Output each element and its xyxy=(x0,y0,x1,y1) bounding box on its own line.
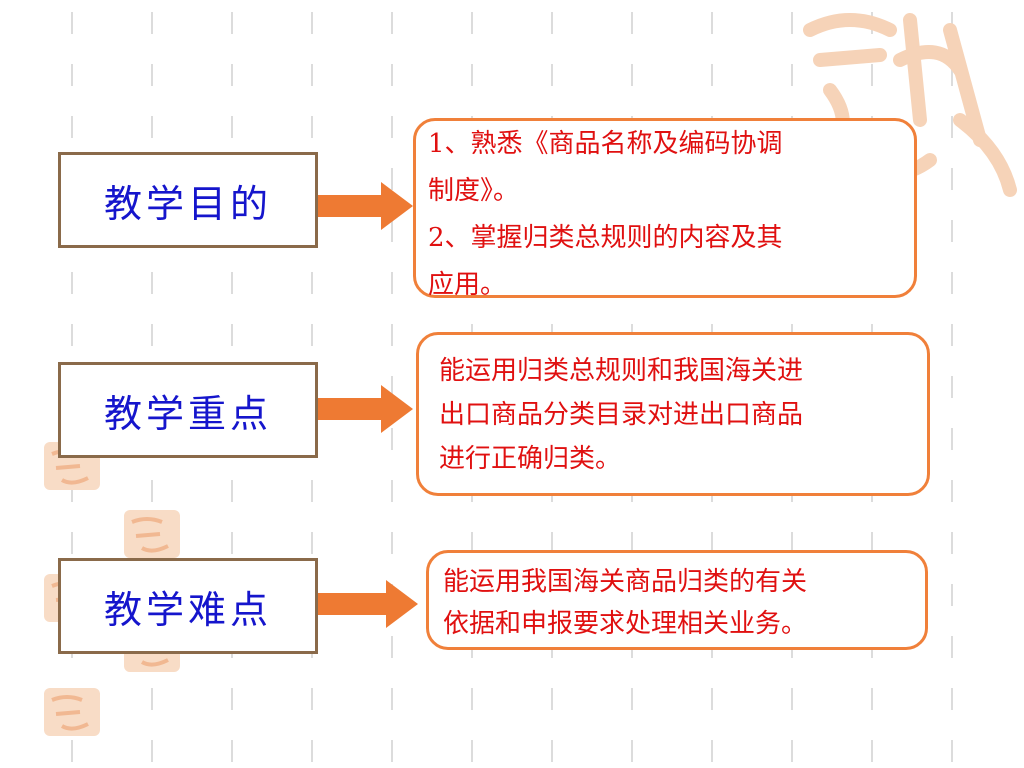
label-teaching-difficulty: 教学难点 xyxy=(58,558,318,654)
content-line: 应用。 xyxy=(428,270,507,300)
content-line: 1、熟悉《商品名称及编码协调 xyxy=(428,129,783,159)
small-seal-icon-2 xyxy=(124,510,180,558)
content-line: 能运用我国海关商品归类的有关 xyxy=(443,567,808,597)
arrow-right-icon-1 xyxy=(318,182,413,230)
content-line: 出口商品分类目录对进出口商品 xyxy=(439,400,804,430)
content-line: 制度》。 xyxy=(428,176,520,206)
label-teaching-key-point: 教学重点 xyxy=(58,362,318,458)
arrow-right-icon-3 xyxy=(318,580,418,628)
label-teaching-objective: 教学目的 xyxy=(58,152,318,248)
content-line: 进行正确归类。 xyxy=(439,444,622,474)
content-line: 能运用归类总规则和我国海关进 xyxy=(439,356,804,386)
content-box-difficulty: 能运用我国海关商品归类的有关 依据和申报要求处理相关业务。 xyxy=(426,550,928,650)
content-line: 2、掌握归类总规则的内容及其 xyxy=(428,223,783,253)
arrow-right-icon-2 xyxy=(318,385,413,433)
small-seal-icon-5 xyxy=(44,688,100,736)
content-box-objective: 1、熟悉《商品名称及编码协调 制度》。 2、掌握归类总规则的内容及其 应用。 xyxy=(413,118,917,300)
content-box-key-point: 能运用归类总规则和我国海关进 出口商品分类目录对进出口商品 进行正确归类。 xyxy=(416,332,930,496)
content-line: 依据和申报要求处理相关业务。 xyxy=(443,609,808,639)
